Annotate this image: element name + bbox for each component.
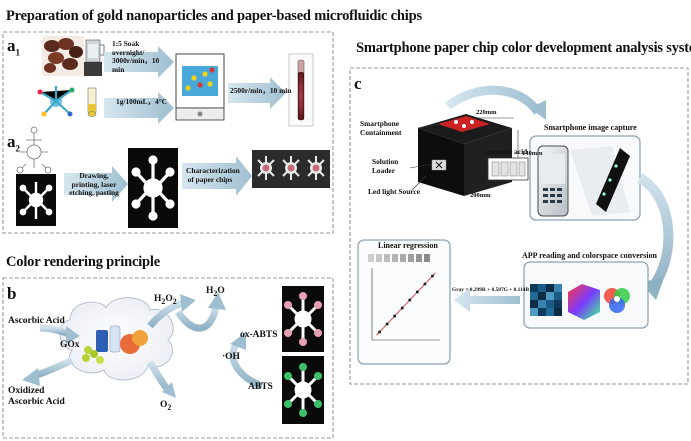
text-dim-bottom: 200mm: [470, 192, 491, 199]
text-equation: Gray = 0.299R + 0.587G + 0.114B: [452, 287, 530, 293]
arrow-c-top: [445, 85, 542, 115]
arrow-b-oh: [229, 339, 264, 390]
panel-a-border: [2, 31, 334, 234]
arrow-c-left: [454, 288, 520, 312]
text-cond1: 1g/100mL，4°C: [116, 97, 167, 106]
reg-point-5: [416, 290, 419, 294]
arrow-a1-3: [228, 77, 286, 109]
label-a1: a1: [7, 36, 20, 58]
title-smartphone-system: Smartphone paper chip color development …: [356, 40, 691, 56]
app-colorspace-panel: [523, 261, 649, 329]
hotplate-icon: [175, 53, 225, 121]
arrowhead-c-top: [530, 100, 546, 120]
chips-photo: [252, 150, 330, 188]
text-capture: Smartphone image capture: [544, 123, 637, 132]
text-gox: GOx: [60, 340, 80, 350]
text-dim-top: 220mm: [476, 109, 497, 116]
gold-nanoparticle-tube: [288, 53, 314, 127]
reg-point-4: [408, 298, 412, 302]
reg-point-7: [431, 274, 434, 278]
text-ascorbic-strip: ascorbic acid: [486, 147, 528, 156]
reg-point-3: [400, 306, 404, 310]
text-app: APP reading and colorspace conversion: [522, 251, 657, 260]
title-gold-nanoparticles: Preparation of gold nanoparticles and pa…: [6, 8, 422, 24]
blender-icon: [84, 39, 105, 76]
label-c: c: [354, 74, 362, 93]
arrow-a1-2: [104, 92, 174, 124]
text-dim-side: 140mm: [522, 150, 543, 157]
text-ascorbic-acid: Ascorbic Acid: [8, 316, 65, 326]
reg-point-6: [423, 282, 427, 286]
label-b: b: [7, 284, 17, 303]
chip-sketch: [16, 126, 52, 174]
pointer-solution: [409, 163, 433, 169]
panel-c-border: [349, 67, 689, 385]
arrowhead-b-6: [230, 332, 246, 350]
label-a2: a2: [7, 132, 20, 154]
text-o2: O2: [160, 400, 172, 412]
ascorbic-strip: [487, 157, 529, 181]
text-ox-abts: ox-ABTS: [240, 330, 278, 340]
reg-point-2: [393, 314, 396, 318]
text-cond2: 2500r/min，10 min: [230, 86, 292, 95]
text-linear: Linear regression: [378, 241, 438, 250]
text-drawing: Drawing, printing, laser etching, pastin…: [69, 171, 119, 198]
text-characterization: Characterization of paper chips: [186, 166, 240, 184]
reaction-cloud: [59, 297, 174, 381]
panel-b-border: [2, 277, 334, 439]
text-led: Led light Source: [368, 187, 421, 196]
arrow-b-h2o: [175, 305, 220, 332]
title-color-rendering: Color rendering principle: [6, 254, 160, 270]
arrowhead-b-4: [162, 382, 176, 398]
reg-point-1: [385, 322, 389, 326]
arrow-a2-2: [182, 156, 252, 196]
tube-icon: [87, 87, 97, 117]
text-abts: ABTS: [248, 382, 273, 392]
text-h2o: H2O: [206, 286, 225, 298]
arrow-a2-1: [64, 166, 128, 202]
regression-chart: [371, 268, 440, 341]
text-oh: ·OH: [222, 352, 240, 362]
molecule-icon: [37, 86, 75, 117]
arrowhead-b-1: [66, 326, 80, 344]
arrowhead-b-3: [180, 294, 196, 312]
text-soak: 1:5 Soak overnight/ 3000r/min，10 min: [112, 39, 160, 74]
smartphone-capture: [529, 135, 641, 221]
chip-black-small: [16, 174, 56, 226]
reg-point-0: [378, 330, 381, 334]
arrow-a1-1: [104, 46, 174, 78]
tamarind-photo: [42, 36, 84, 76]
text-h2o2: H2O2: [154, 294, 177, 306]
linear-regression-panel: [357, 239, 451, 365]
pointer-containment: [417, 123, 441, 129]
arrow-b-oxidized-out: [32, 356, 74, 380]
chip-black-large: [128, 148, 178, 228]
chip-abts: [282, 356, 324, 424]
pointer-led: [411, 175, 427, 191]
chip-ox-abts: [282, 286, 324, 352]
arrowhead-b-2: [22, 368, 40, 386]
arrowhead-b-5: [208, 292, 226, 310]
